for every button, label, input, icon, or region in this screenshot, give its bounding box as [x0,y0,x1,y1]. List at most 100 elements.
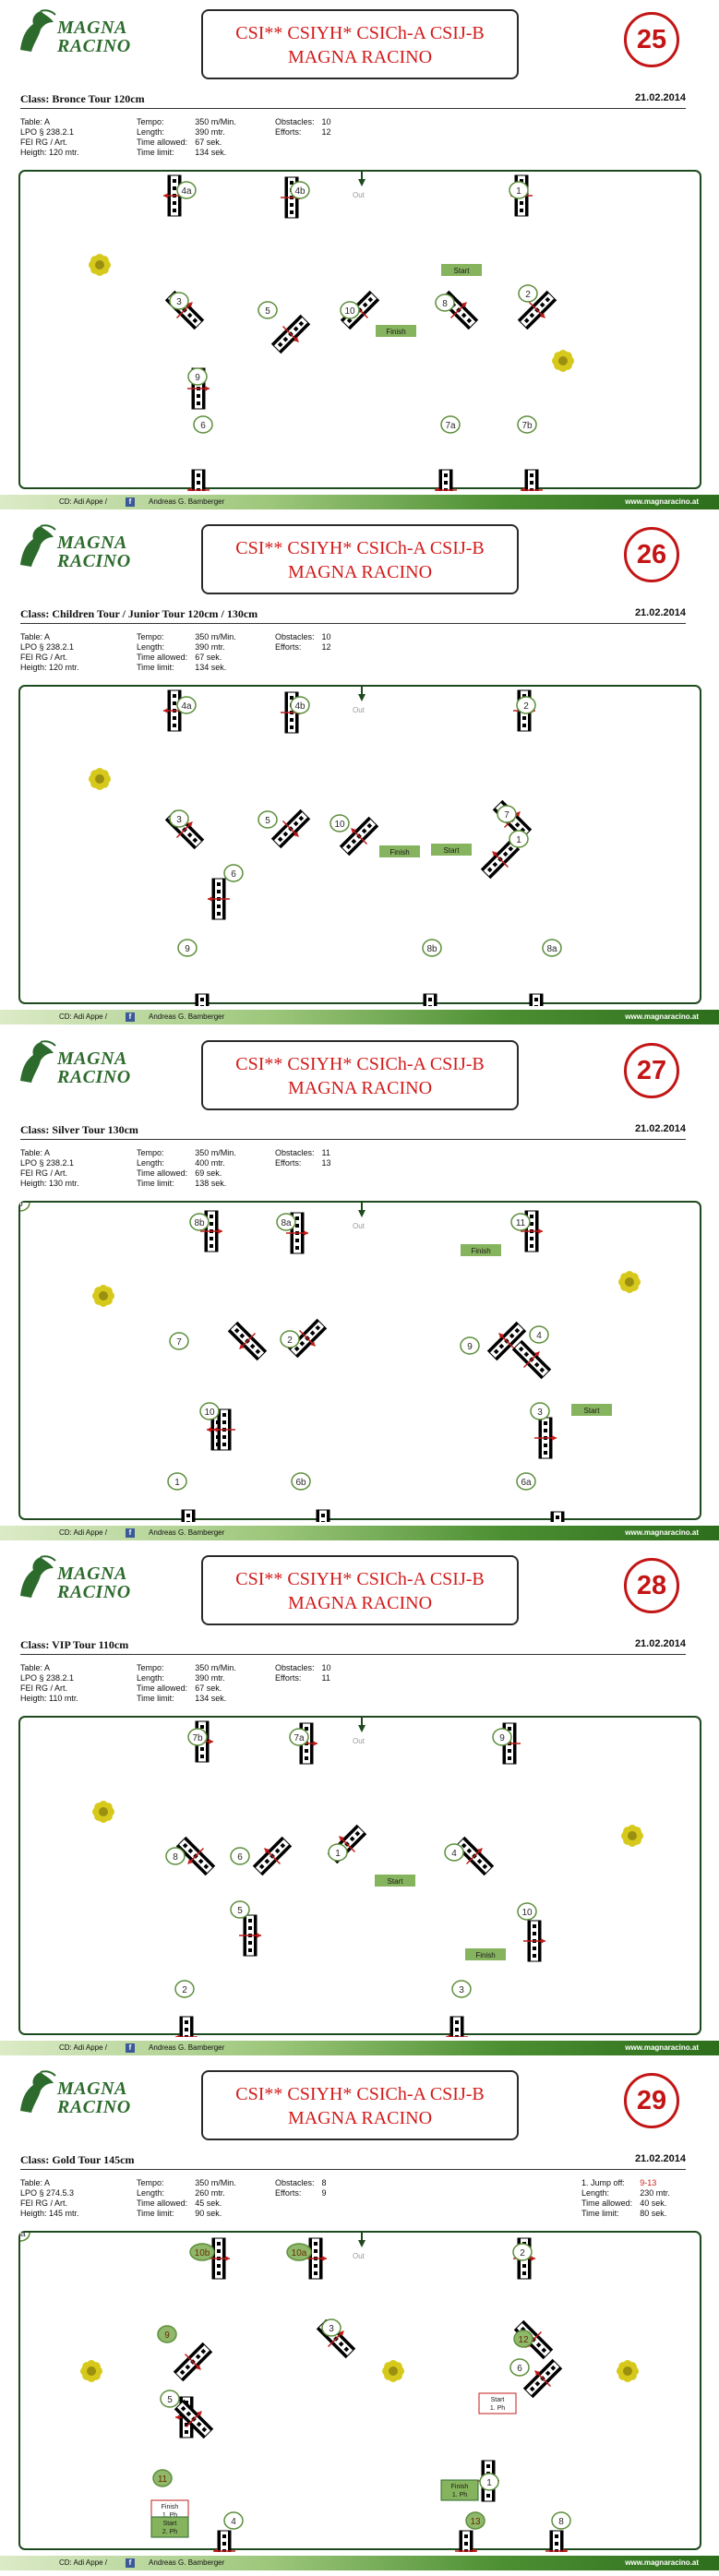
footer-website-link[interactable]: www.magnaracino.at [625,1012,699,1021]
spec-row: Time allowed:67 sek. [137,1683,244,1694]
spec-label: Obstacles: [275,1663,315,1672]
facebook-icon[interactable]: f [126,497,135,507]
jump-direction-arrow-head [492,851,498,857]
obstacle-number-label: 10b [195,2248,210,2258]
spec-value: 134 sek. [195,148,227,157]
obstacle-number-label: 12 [518,2335,529,2345]
facebook-icon[interactable]: f [126,2043,135,2053]
obstacle-number-label: 1 [516,835,521,845]
jump-direction-arrow-head [446,2034,450,2037]
obstacle-number-label: 8 [558,2517,564,2527]
obstacle-number-label: 10 [204,1408,215,1418]
plant-decoration-icon [618,1271,641,1293]
footer-author: Andreas G. Bamberger [149,1528,225,1537]
obstacle-number: 7b [517,415,537,434]
footer-website-link[interactable]: www.magnaracino.at [625,2043,699,2052]
obstacle-number: 5 [20,1203,30,1212]
spec-value: 10 [321,632,331,641]
spec-row: Obstacles: 10 [275,1663,339,1673]
obstacle-number: 10 [199,1402,220,1420]
class-number-badge: 27 [624,1043,679,1098]
header-divider [20,2169,686,2170]
fence-obstacle [270,809,311,849]
spec-value: 390 mtr. [195,642,225,652]
course-marker-label: Finish [389,848,409,857]
obstacle-number-label: 4a [181,701,192,712]
course-specs: Tempo:350 m/Min.Length:260 mtr.Time allo… [137,2178,244,2219]
class-date: 21.02.2014 [634,1123,686,1134]
jump-direction-arrow-head [293,336,299,342]
obstacle-number: 9 [187,367,208,386]
jump-direction-arrow-head [175,2034,180,2037]
obstacle-number-label: 5 [20,1203,23,1209]
spec-value: 350 m/Min. [195,2178,236,2187]
spec-value: 8 [321,2178,327,2187]
class-number-badge: 26 [624,527,679,582]
obstacle-number: 3 [169,809,189,828]
arena-plan: InOut10b10a239125611141387b7aStart1. PhF… [18,2231,701,2552]
footer-website-link[interactable]: www.magnaracino.at [625,2558,699,2567]
obstacle-number: 6 [230,1847,250,1865]
obstacle-number-label: 3 [176,297,182,307]
event-title-line: MAGNA RACINO [287,1078,433,1098]
facebook-icon[interactable]: f [126,1012,135,1022]
rules-line: Heigth: 120 mtr. [20,663,79,672]
logo-text-line: MAGNA [57,1564,127,1584]
footer-website-link[interactable]: www.magnaracino.at [625,497,699,506]
course-specs-table: Tempo:350 m/Min.Length:400 mtr.Time allo… [137,1148,244,1189]
spec-label: Length: [137,642,165,652]
obstacle-number: 7 [497,805,517,823]
spec-row: Time allowed:45 sek. [137,2199,244,2209]
spec-value: 67 sek. [195,138,222,147]
spec-label: 1. Jump off: [581,2178,625,2187]
spec-label: Time limit: [581,2209,619,2218]
footer-website-link[interactable]: www.magnaracino.at [625,1528,699,1537]
phase-marker-label: Start [163,2521,177,2527]
header-divider [20,623,686,624]
rules-line: Table: A [20,1663,51,1672]
spec-value: 10 [321,1663,331,1672]
spec-label: Time allowed: [137,138,188,147]
spec-label: Time allowed: [137,1168,188,1178]
spec-label: Tempo: [137,117,164,126]
logo-text-line: RACINO [57,551,131,571]
facebook-icon[interactable]: f [126,2558,135,2568]
obstacle-number: 8a [542,939,562,957]
arena-plan: InOut7b7a9861451023StartFinish [18,1716,701,2037]
facebook-icon[interactable]: f [126,1528,135,1538]
jump-direction-arrow-head [175,2414,180,2420]
jump-direction-arrow-head [531,2256,535,2261]
course-specs: Tempo:350 m/Min.Length:400 mtr.Time allo… [137,1148,244,1189]
spec-row: Tempo:350 m/Min. [137,1148,244,1158]
jump-direction-arrow-head [313,1741,318,1746]
spec-value: 350 m/Min. [195,117,236,126]
course-marker-box: Finish [379,845,420,857]
phase-marker-label: Finish [451,2484,469,2490]
obstacle-number: 4a [176,696,197,714]
fence-obstacle [239,1914,261,1957]
phase-marker-sublabel: 2. Ph [162,2529,177,2535]
obstacle-number-label: 3 [459,1985,464,1995]
plant-decoration-icon [92,1285,114,1307]
spec-label: Time limit: [137,1179,174,1188]
fence-obstacle [208,2237,230,2280]
obstacle-number-label: 8b [194,1218,205,1228]
obstacle-number-label: 4 [231,2517,236,2527]
arena-drawing: InOut4a4b2351071698b8aFinishStart [89,687,562,1006]
obstacle-number: 5 [258,301,278,319]
obstacle-number-label: 9 [499,1733,505,1743]
course-marker-label: Start [454,267,471,275]
spec-row: Time allowed:40 sek. [581,2199,677,2209]
spec-label: Obstacles: [275,117,315,126]
spec-label: Length: [137,1673,165,1683]
obstacle-number: 2 [518,284,538,303]
obstacle-number: 2 [280,1330,300,1348]
obstacle-number: 10a [286,2243,312,2261]
jump-direction-arrow-head [309,1340,316,1347]
spec-row: Time limit:90 sek. [137,2209,244,2219]
spec-label: Efforts: [275,642,302,652]
